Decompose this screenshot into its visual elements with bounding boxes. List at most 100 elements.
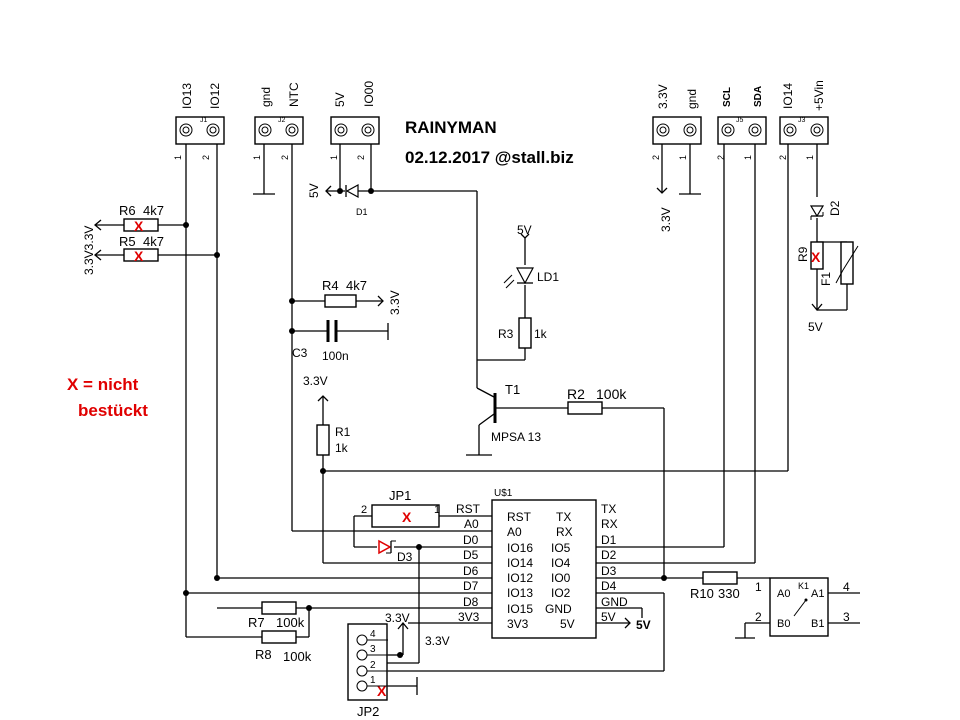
resistor-r9: R9 X (796, 241, 824, 270)
svg-text:TX: TX (601, 502, 616, 516)
svg-text:IO13: IO13 (507, 586, 533, 600)
connector-j6: 3.3V gnd 2 1 (651, 84, 702, 160)
svg-text:2: 2 (778, 155, 788, 160)
svg-text:1: 1 (173, 155, 183, 160)
svg-text:R7: R7 (248, 615, 265, 630)
j4-pin-5v: 5V (333, 92, 347, 107)
svg-text:3: 3 (843, 610, 850, 624)
j1-pin-io13: IO13 (180, 83, 194, 109)
svg-text:D1: D1 (356, 207, 368, 217)
j2-pin-ntc: NTC (287, 82, 301, 107)
svg-text:R1: R1 (335, 425, 351, 439)
resistor-r2: R2 100k (567, 386, 627, 415)
resistor-r10: R10 330 (690, 571, 740, 601)
svg-text:JP1: JP1 (389, 488, 411, 503)
svg-text:100k: 100k (276, 615, 305, 630)
connector-j5: J5 SCL SDA 2 1 (716, 86, 767, 160)
svg-text:3.3V: 3.3V (385, 611, 410, 625)
svg-text:5V: 5V (808, 320, 823, 334)
svg-text:IO5: IO5 (551, 541, 571, 555)
connector-j2: J2 gnd NTC 1 2 (252, 82, 304, 160)
svg-text:RST: RST (507, 510, 532, 524)
svg-text:1: 1 (252, 155, 262, 160)
svg-text:K1: K1 (798, 581, 809, 591)
svg-text:4: 4 (370, 629, 376, 640)
svg-text:LD1: LD1 (537, 270, 559, 284)
diode-d1: D1 5V (307, 183, 368, 217)
svg-text:R6: R6 (119, 203, 136, 218)
not-populated-mark: X (134, 248, 144, 264)
resistor-r3: R3 1k (498, 317, 548, 349)
svg-text:100k: 100k (596, 386, 627, 402)
connector-j1: J1 IO13 IO12 1 2 (173, 83, 225, 160)
svg-text:GND: GND (601, 595, 628, 609)
svg-text:5V: 5V (560, 617, 575, 631)
svg-text:IO12: IO12 (507, 571, 533, 585)
svg-text:3.3V: 3.3V (303, 374, 328, 388)
svg-text:2: 2 (716, 155, 726, 160)
svg-text:R5: R5 (119, 234, 136, 249)
svg-text:2: 2 (755, 610, 762, 624)
svg-text:B0: B0 (777, 618, 790, 630)
svg-text:2: 2 (356, 155, 366, 160)
svg-text:D2: D2 (601, 548, 617, 562)
svg-text:3V3: 3V3 (458, 610, 480, 624)
svg-text:C3: C3 (292, 346, 308, 360)
j6-pin-3v3: 3.3V (656, 84, 670, 109)
svg-text:3.3V: 3.3V (388, 290, 402, 315)
svg-text:IO16: IO16 (507, 541, 533, 555)
svg-text:1: 1 (434, 504, 440, 516)
svg-text:5V: 5V (307, 183, 321, 198)
project-title: RAINYMAN (405, 118, 497, 137)
svg-text:D4: D4 (601, 579, 617, 593)
svg-text:J3: J3 (798, 117, 806, 124)
svg-text:2: 2 (651, 155, 661, 160)
svg-text:R2: R2 (567, 386, 585, 402)
svg-text:D1: D1 (601, 533, 617, 547)
svg-text:100n: 100n (322, 349, 349, 363)
svg-text:TX: TX (556, 510, 571, 524)
svg-text:3V3: 3V3 (507, 617, 529, 631)
svg-text:IO4: IO4 (551, 556, 571, 570)
svg-text:A0: A0 (777, 588, 790, 600)
svg-text:3: 3 (370, 644, 376, 655)
svg-text:3.3V: 3.3V (425, 634, 450, 648)
diode-d3: D3 (378, 539, 413, 564)
resistor-r8: R8 100k (255, 630, 312, 664)
svg-text:4k7: 4k7 (143, 203, 164, 218)
svg-text:IO15: IO15 (507, 602, 533, 616)
not-populated-mark: X (134, 218, 144, 234)
svg-text:U$1: U$1 (494, 488, 513, 499)
svg-text:1k: 1k (335, 441, 349, 455)
svg-text:5V: 5V (601, 610, 616, 624)
jumper-jp2: 4 3 2 1 X JP2 3.3V 3.3V (347, 611, 450, 719)
svg-text:D8: D8 (463, 595, 479, 609)
svg-text:RX: RX (601, 517, 618, 531)
svg-text:GND: GND (545, 602, 572, 616)
not-populated-mark: X (811, 249, 821, 265)
svg-text:4k7: 4k7 (346, 278, 367, 293)
svg-text:JP2: JP2 (357, 704, 379, 719)
svg-text:1k: 1k (534, 327, 548, 341)
svg-text:2: 2 (201, 155, 211, 160)
svg-text:R10: R10 (690, 586, 714, 601)
svg-text:330: 330 (718, 586, 740, 601)
svg-text:2: 2 (361, 504, 367, 516)
j2-pin-gnd: gnd (259, 87, 273, 107)
svg-text:D3: D3 (601, 564, 617, 578)
svg-text:D0: D0 (463, 533, 479, 547)
led-ld1: 5V LD1 (503, 223, 559, 289)
svg-text:R9: R9 (796, 246, 810, 262)
svg-text:1: 1 (755, 580, 762, 594)
j6-net-3v3: 3.3V (659, 207, 673, 232)
svg-text:IO2: IO2 (551, 586, 571, 600)
svg-text:R3: R3 (498, 327, 514, 341)
svg-text:MPSA 13: MPSA 13 (491, 430, 541, 444)
resistor-r6: R6 4k7 X (119, 203, 164, 234)
svg-text:5V: 5V (636, 618, 651, 632)
svg-text:A1: A1 (811, 588, 824, 600)
resistor-r5: R5 4k7 X (119, 234, 164, 264)
svg-text:J2: J2 (278, 117, 286, 124)
diode-d2: D2 (809, 200, 842, 220)
